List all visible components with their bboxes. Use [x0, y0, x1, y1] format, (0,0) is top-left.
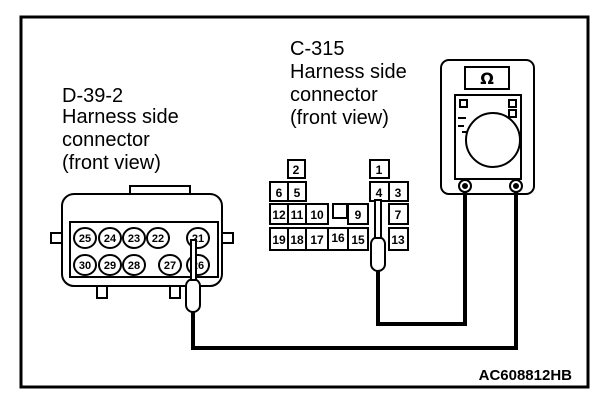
probe-left: [185, 239, 201, 313]
pin-12: 12: [272, 208, 286, 222]
svg-text:27: 27: [164, 260, 176, 272]
pin-24: 24: [98, 227, 122, 249]
pin-1: 1: [376, 163, 383, 177]
pin-13: 13: [391, 233, 405, 247]
probe-right: [370, 199, 386, 272]
figure-code: AC608812HB: [479, 367, 573, 384]
right-connector-id: C-315: [290, 38, 344, 60]
pin-15: 15: [351, 233, 365, 247]
left-connector-label: D-39-2 Harness side connector (front vie…: [62, 85, 179, 174]
pin-11: 11: [291, 208, 304, 222]
svg-text:25: 25: [79, 233, 91, 245]
diagram-frame: [19, 15, 590, 389]
svg-text:22: 22: [152, 233, 164, 245]
pin-5: 5: [294, 186, 301, 200]
ohmmeter: [440, 59, 535, 195]
svg-text:(front view): (front view): [62, 152, 161, 174]
left-connector-id: D-39-2: [62, 85, 123, 107]
svg-text:Harness side: Harness side: [290, 61, 407, 83]
svg-text:connector: connector: [62, 129, 150, 151]
pin-6: 6: [276, 186, 283, 200]
pin-30: 30: [73, 254, 97, 276]
svg-text:(front view): (front view): [290, 107, 389, 129]
svg-text:24: 24: [104, 233, 117, 245]
right-connector-label: C-315 Harness side connector (front view…: [290, 38, 407, 129]
pin-25: 25: [73, 227, 97, 249]
pin-22: 22: [146, 227, 170, 249]
svg-text:23: 23: [128, 233, 140, 245]
pin-29: 29: [98, 254, 122, 276]
pin-27: 27: [158, 254, 182, 276]
svg-text:connector: connector: [290, 84, 378, 106]
svg-text:30: 30: [79, 260, 91, 272]
pin-2: 2: [293, 163, 300, 177]
pin-9: 9: [355, 208, 362, 222]
svg-text:Harness side: Harness side: [62, 106, 179, 128]
svg-text:29: 29: [104, 260, 116, 272]
svg-text:28: 28: [128, 260, 140, 272]
pin-23: 23: [122, 227, 146, 249]
pin-7: 7: [395, 208, 402, 222]
pin-4: 4: [376, 186, 383, 200]
pin-28: 28: [122, 254, 146, 276]
pin-17: 17: [310, 233, 324, 247]
probe-wires: [191, 192, 518, 350]
pin-18: 18: [290, 233, 304, 247]
ohm-symbol-icon: Ω: [480, 69, 494, 88]
right-connector: 2 6 5 12 11 10 9 19 18 17 16 15 1 4 3 7 …: [269, 159, 409, 251]
pin-19: 19: [272, 233, 286, 247]
pin-3: 3: [395, 186, 402, 200]
pin-10: 10: [310, 208, 324, 222]
pin-16: 16: [331, 231, 345, 245]
